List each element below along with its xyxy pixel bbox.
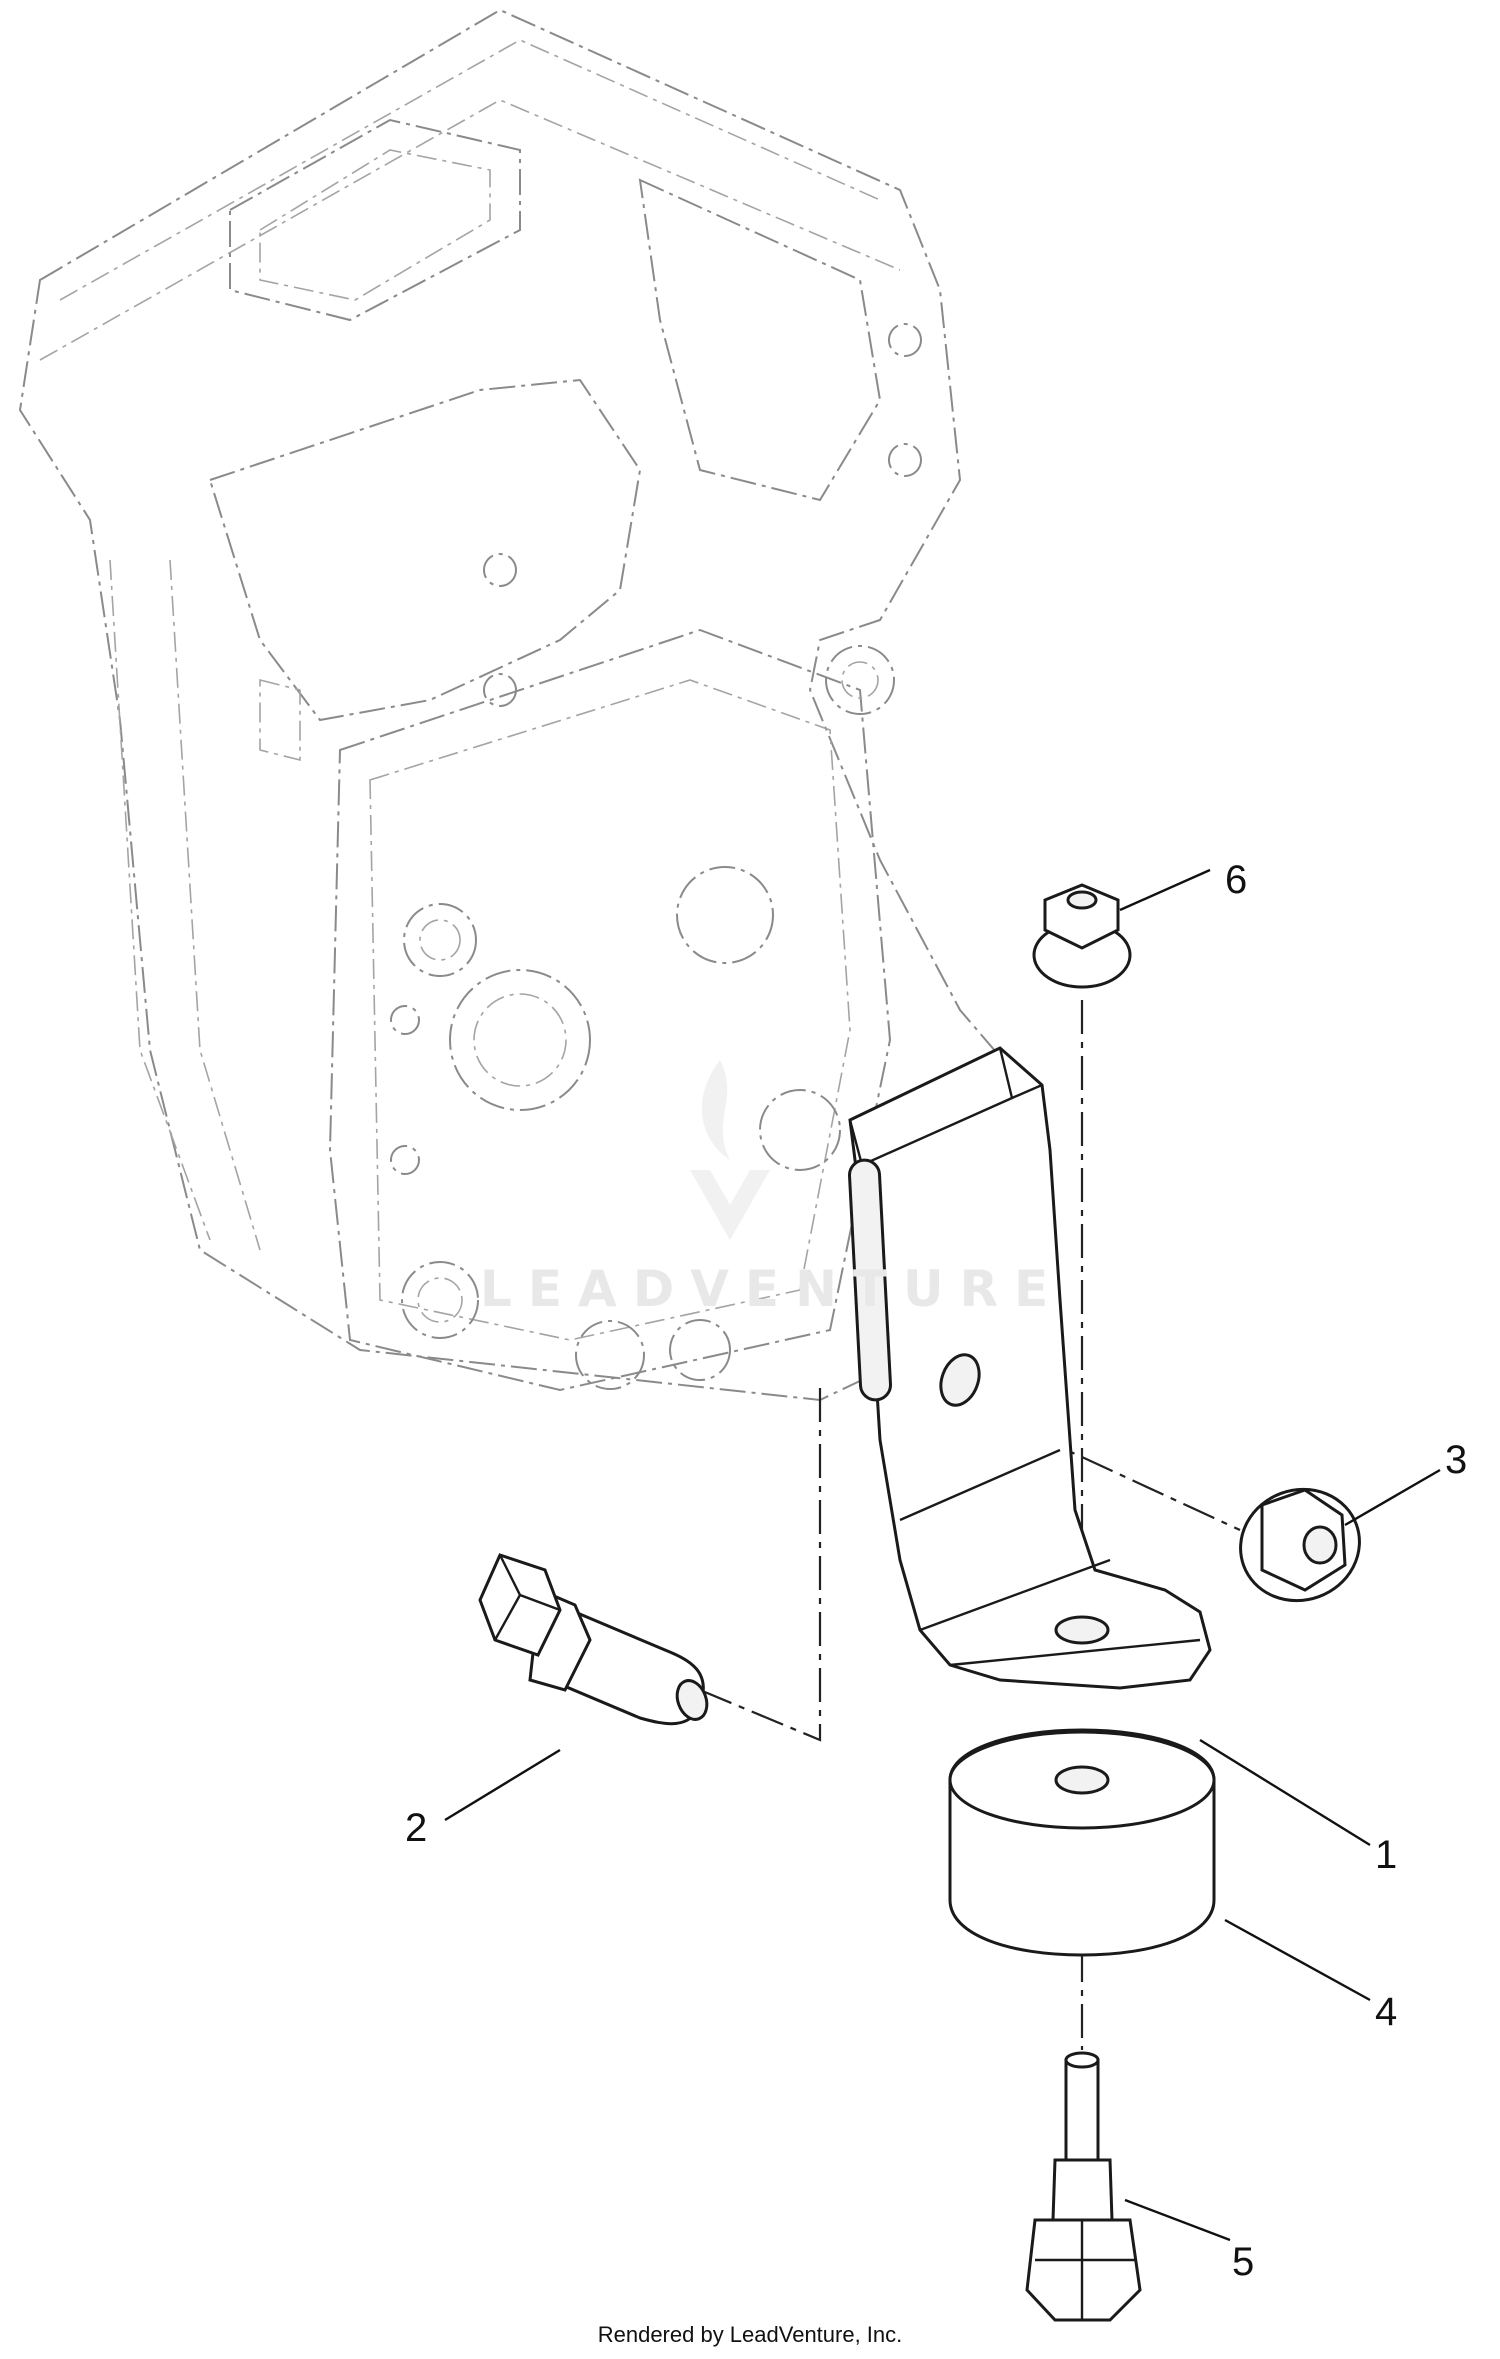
- callout-2: 2: [405, 1806, 428, 1850]
- leader-line-4: [1224, 1918, 1371, 2002]
- leader-line-3: [1344, 1468, 1441, 1527]
- leader-line-2: [444, 1748, 561, 1822]
- leader-line-1: [1199, 1738, 1371, 1847]
- nut-part-6: [1032, 883, 1132, 989]
- callout-1: 1: [1375, 1833, 1398, 1877]
- leader-line-5: [1124, 2198, 1231, 2242]
- footer-credit: Rendered by LeadVenture, Inc.: [597, 2322, 903, 2347]
- callout-6: 6: [1225, 858, 1248, 902]
- bracket-part-1: [848, 1046, 1212, 1690]
- watermark-text: LEADVENTURE: [480, 1260, 1065, 1318]
- engine-block-phantom: [18, 8, 1032, 1402]
- leader-line-6: [1119, 868, 1211, 912]
- callout-4: 4: [1375, 1990, 1398, 2034]
- bolt-part-2: [478, 1553, 709, 1726]
- bolt-part-5: [1025, 2051, 1142, 2322]
- leader-lines: [444, 868, 1441, 2242]
- watermark-logo: [690, 1060, 770, 1240]
- nut-part-3: [1239, 1487, 1361, 1603]
- callout-5: 5: [1232, 2240, 1255, 2284]
- callout-3: 3: [1445, 1438, 1468, 1482]
- isolator-part-4: [948, 1728, 1216, 1957]
